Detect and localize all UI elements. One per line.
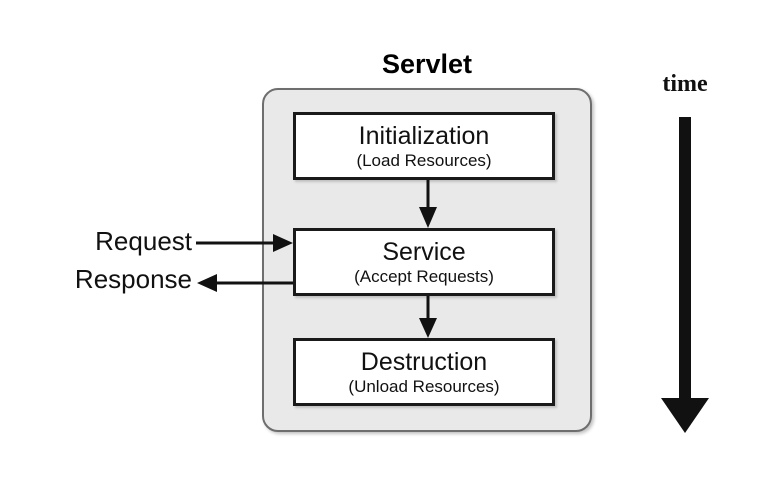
diagram-title: Servlet	[381, 49, 473, 79]
phase-service-detail: (Accept Requests)	[354, 266, 494, 286]
time-axis-arrow	[661, 117, 709, 433]
phase-destruction-title: Destruction	[360, 347, 488, 376]
phase-initialization-title: Initialization	[358, 121, 490, 150]
label-response: Response	[74, 264, 192, 294]
phase-service-title: Service	[382, 237, 466, 266]
phase-box-destruction: Destruction (Unload Resources)	[293, 338, 555, 406]
label-request: Request	[95, 226, 192, 256]
phase-box-service: Service (Accept Requests)	[293, 228, 555, 296]
phase-destruction-detail: (Unload Resources)	[348, 376, 500, 396]
phase-initialization-detail: (Load Resources)	[356, 150, 492, 170]
phase-box-initialization: Initialization (Load Resources)	[293, 112, 555, 180]
label-time: time	[662, 71, 708, 97]
